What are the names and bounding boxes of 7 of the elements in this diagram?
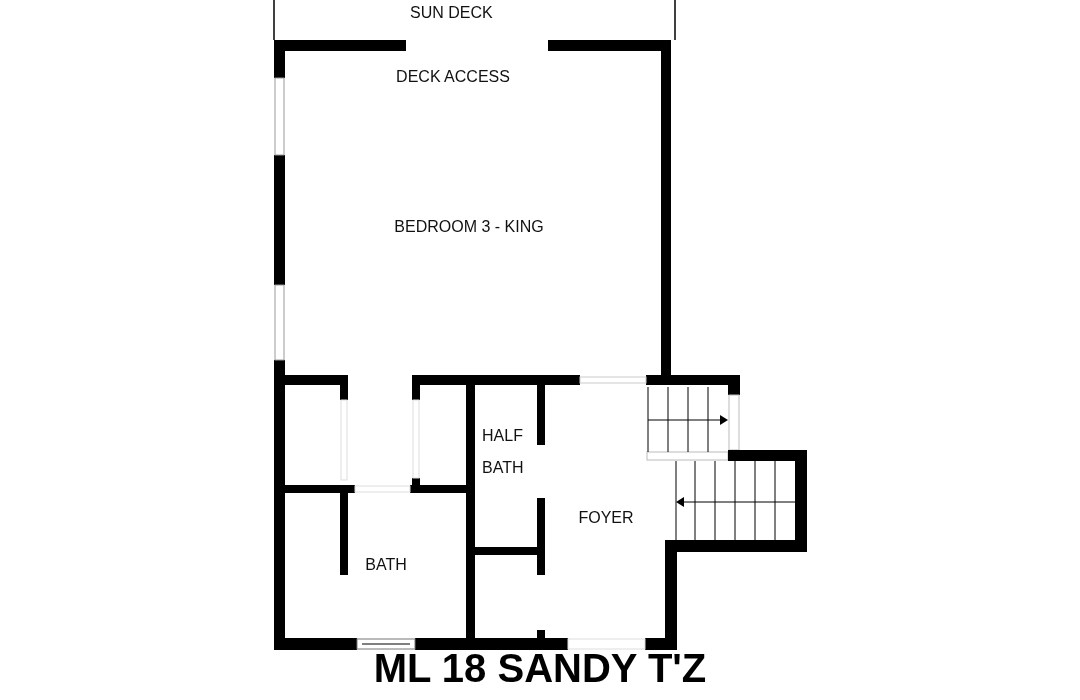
room-label: HALF BATH	[482, 426, 525, 478]
room-label: FOYER	[577, 509, 635, 527]
room-label: SUN DECK	[410, 4, 490, 22]
room-label: BEDROOM 3 - KING	[393, 218, 545, 236]
room-label: BATH	[364, 556, 408, 574]
room-label: DECK ACCESS	[395, 68, 511, 86]
plan-title: ML 18 SANDY T'Z	[372, 646, 708, 691]
